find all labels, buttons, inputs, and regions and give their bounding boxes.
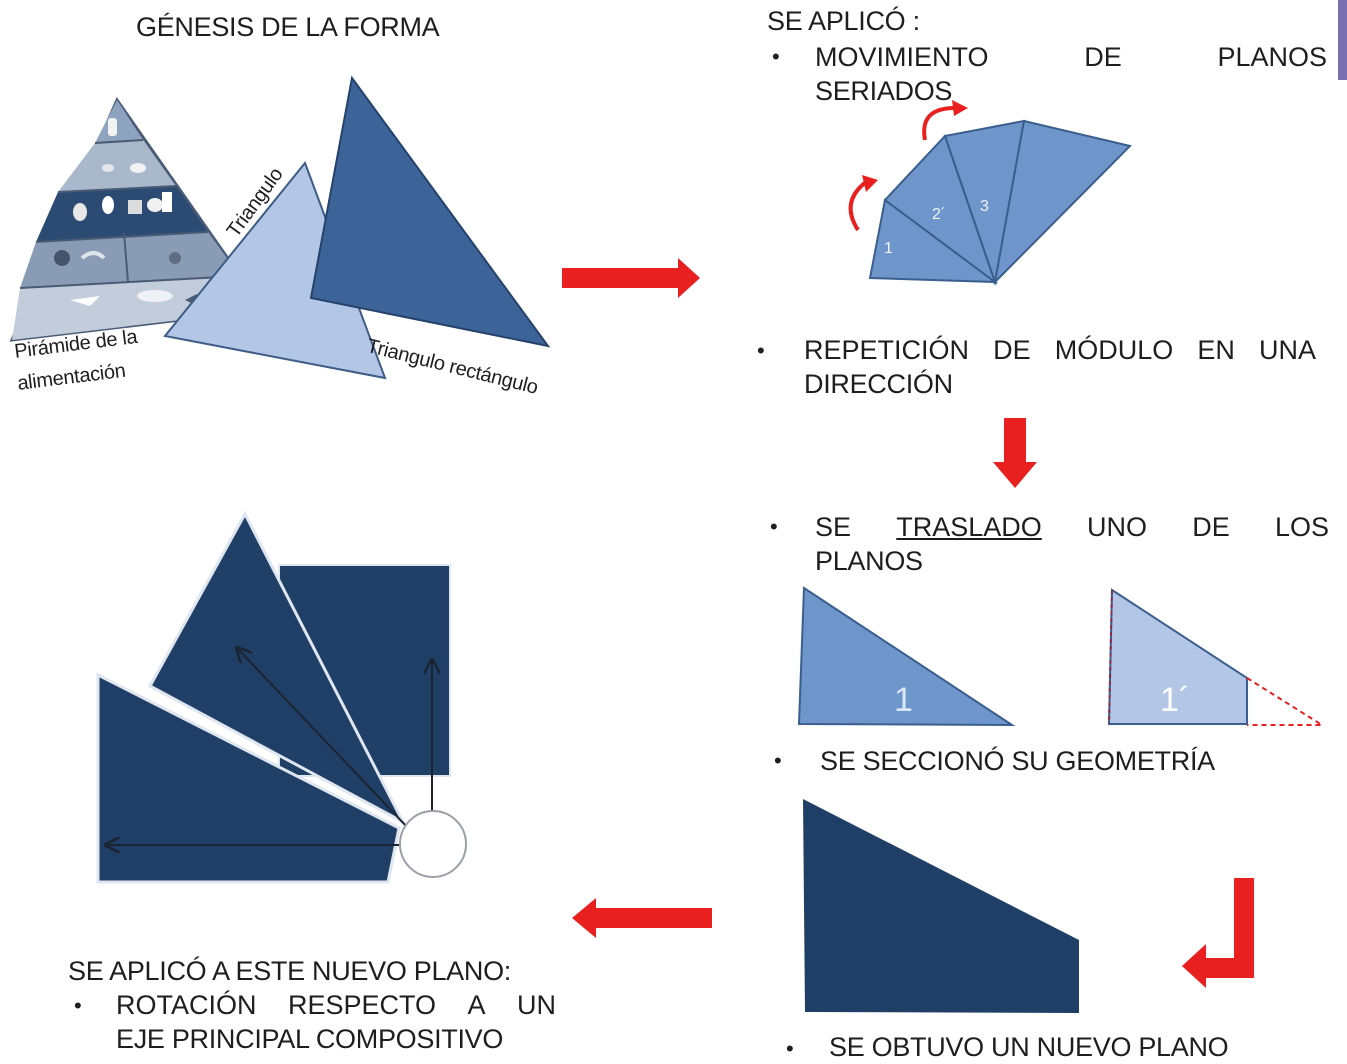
right-triangle-shape [309, 75, 551, 348]
word: DE [993, 335, 1031, 365]
bullet-dot: • [770, 514, 778, 539]
arrow-corner [1182, 878, 1254, 988]
bullet-dot: • [772, 44, 780, 69]
word: A [467, 990, 486, 1020]
bullet-dot: • [74, 993, 82, 1018]
bullet-dot: • [757, 338, 765, 363]
arrow-left [572, 898, 712, 938]
step4-text: SE SECCIONÓ SU GEOMETRÍA [820, 746, 1215, 776]
word: UNO [1087, 512, 1148, 542]
word: DE [1192, 512, 1230, 542]
word: UN [516, 990, 556, 1020]
seriated-planes-module [848, 100, 1132, 286]
word: EN [1197, 335, 1235, 365]
step6-line2: EJE PRINCIPAL COMPOSITIVO [116, 1024, 504, 1054]
module-number-2: 2´ [932, 206, 946, 223]
plane-1-prime-shape [1107, 588, 1326, 726]
step1-bullet-line1: MOVIMIENTO DE PLANOS [815, 40, 1327, 74]
word: MOVIMIENTO [815, 42, 989, 72]
arrow-down [993, 418, 1037, 488]
plane-1-shape [797, 586, 1016, 727]
word: RESPECTO [287, 990, 437, 1020]
step6-line1: ROTACIÓN RESPECTO A UN [116, 988, 556, 1022]
word: UNA [1258, 335, 1316, 365]
step2-line2: DIRECCIÓN [804, 369, 953, 399]
bullet-dot: • [774, 748, 782, 773]
step6-intro: SE APLICÓ A ESTE NUEVO PLANO: [68, 956, 511, 986]
step5-text: SE OBTUVO UN NUEVO PLANO [829, 1032, 1229, 1062]
arrow-right [562, 258, 700, 298]
word: REPETICIÓN [804, 335, 970, 365]
food-pyramid [9, 96, 267, 342]
new-plane-shape [803, 799, 1079, 1013]
word: PLANOS [1217, 42, 1327, 72]
step3-line1: SE TRASLADO UNO DE LOS [815, 510, 1329, 544]
step2-line1: REPETICIÓN DE MÓDULO EN UNA [804, 333, 1316, 367]
plane-1-label: 1 [894, 681, 913, 719]
word: SE [815, 512, 852, 542]
module-number-3: 3 [980, 198, 989, 215]
bullet-dot: • [786, 1036, 794, 1061]
step1-bullet-line2: SERIADOS [815, 76, 953, 106]
word: DE [1084, 42, 1122, 72]
module-number-1: 1 [884, 240, 893, 257]
corner-tab [1338, 0, 1347, 80]
word: ROTACIÓN [116, 990, 257, 1020]
plane-1-prime-label: 1´ [1160, 681, 1190, 719]
step3-line2: PLANOS [815, 546, 923, 576]
step1-intro: SE APLICÓ : [767, 6, 920, 36]
word-underlined: TRASLADO [896, 512, 1042, 542]
word: LOS [1274, 512, 1329, 542]
rotation-composition [96, 510, 467, 884]
word: MÓDULO [1054, 335, 1174, 365]
page-title: GÉNESIS DE LA FORMA [136, 12, 440, 42]
